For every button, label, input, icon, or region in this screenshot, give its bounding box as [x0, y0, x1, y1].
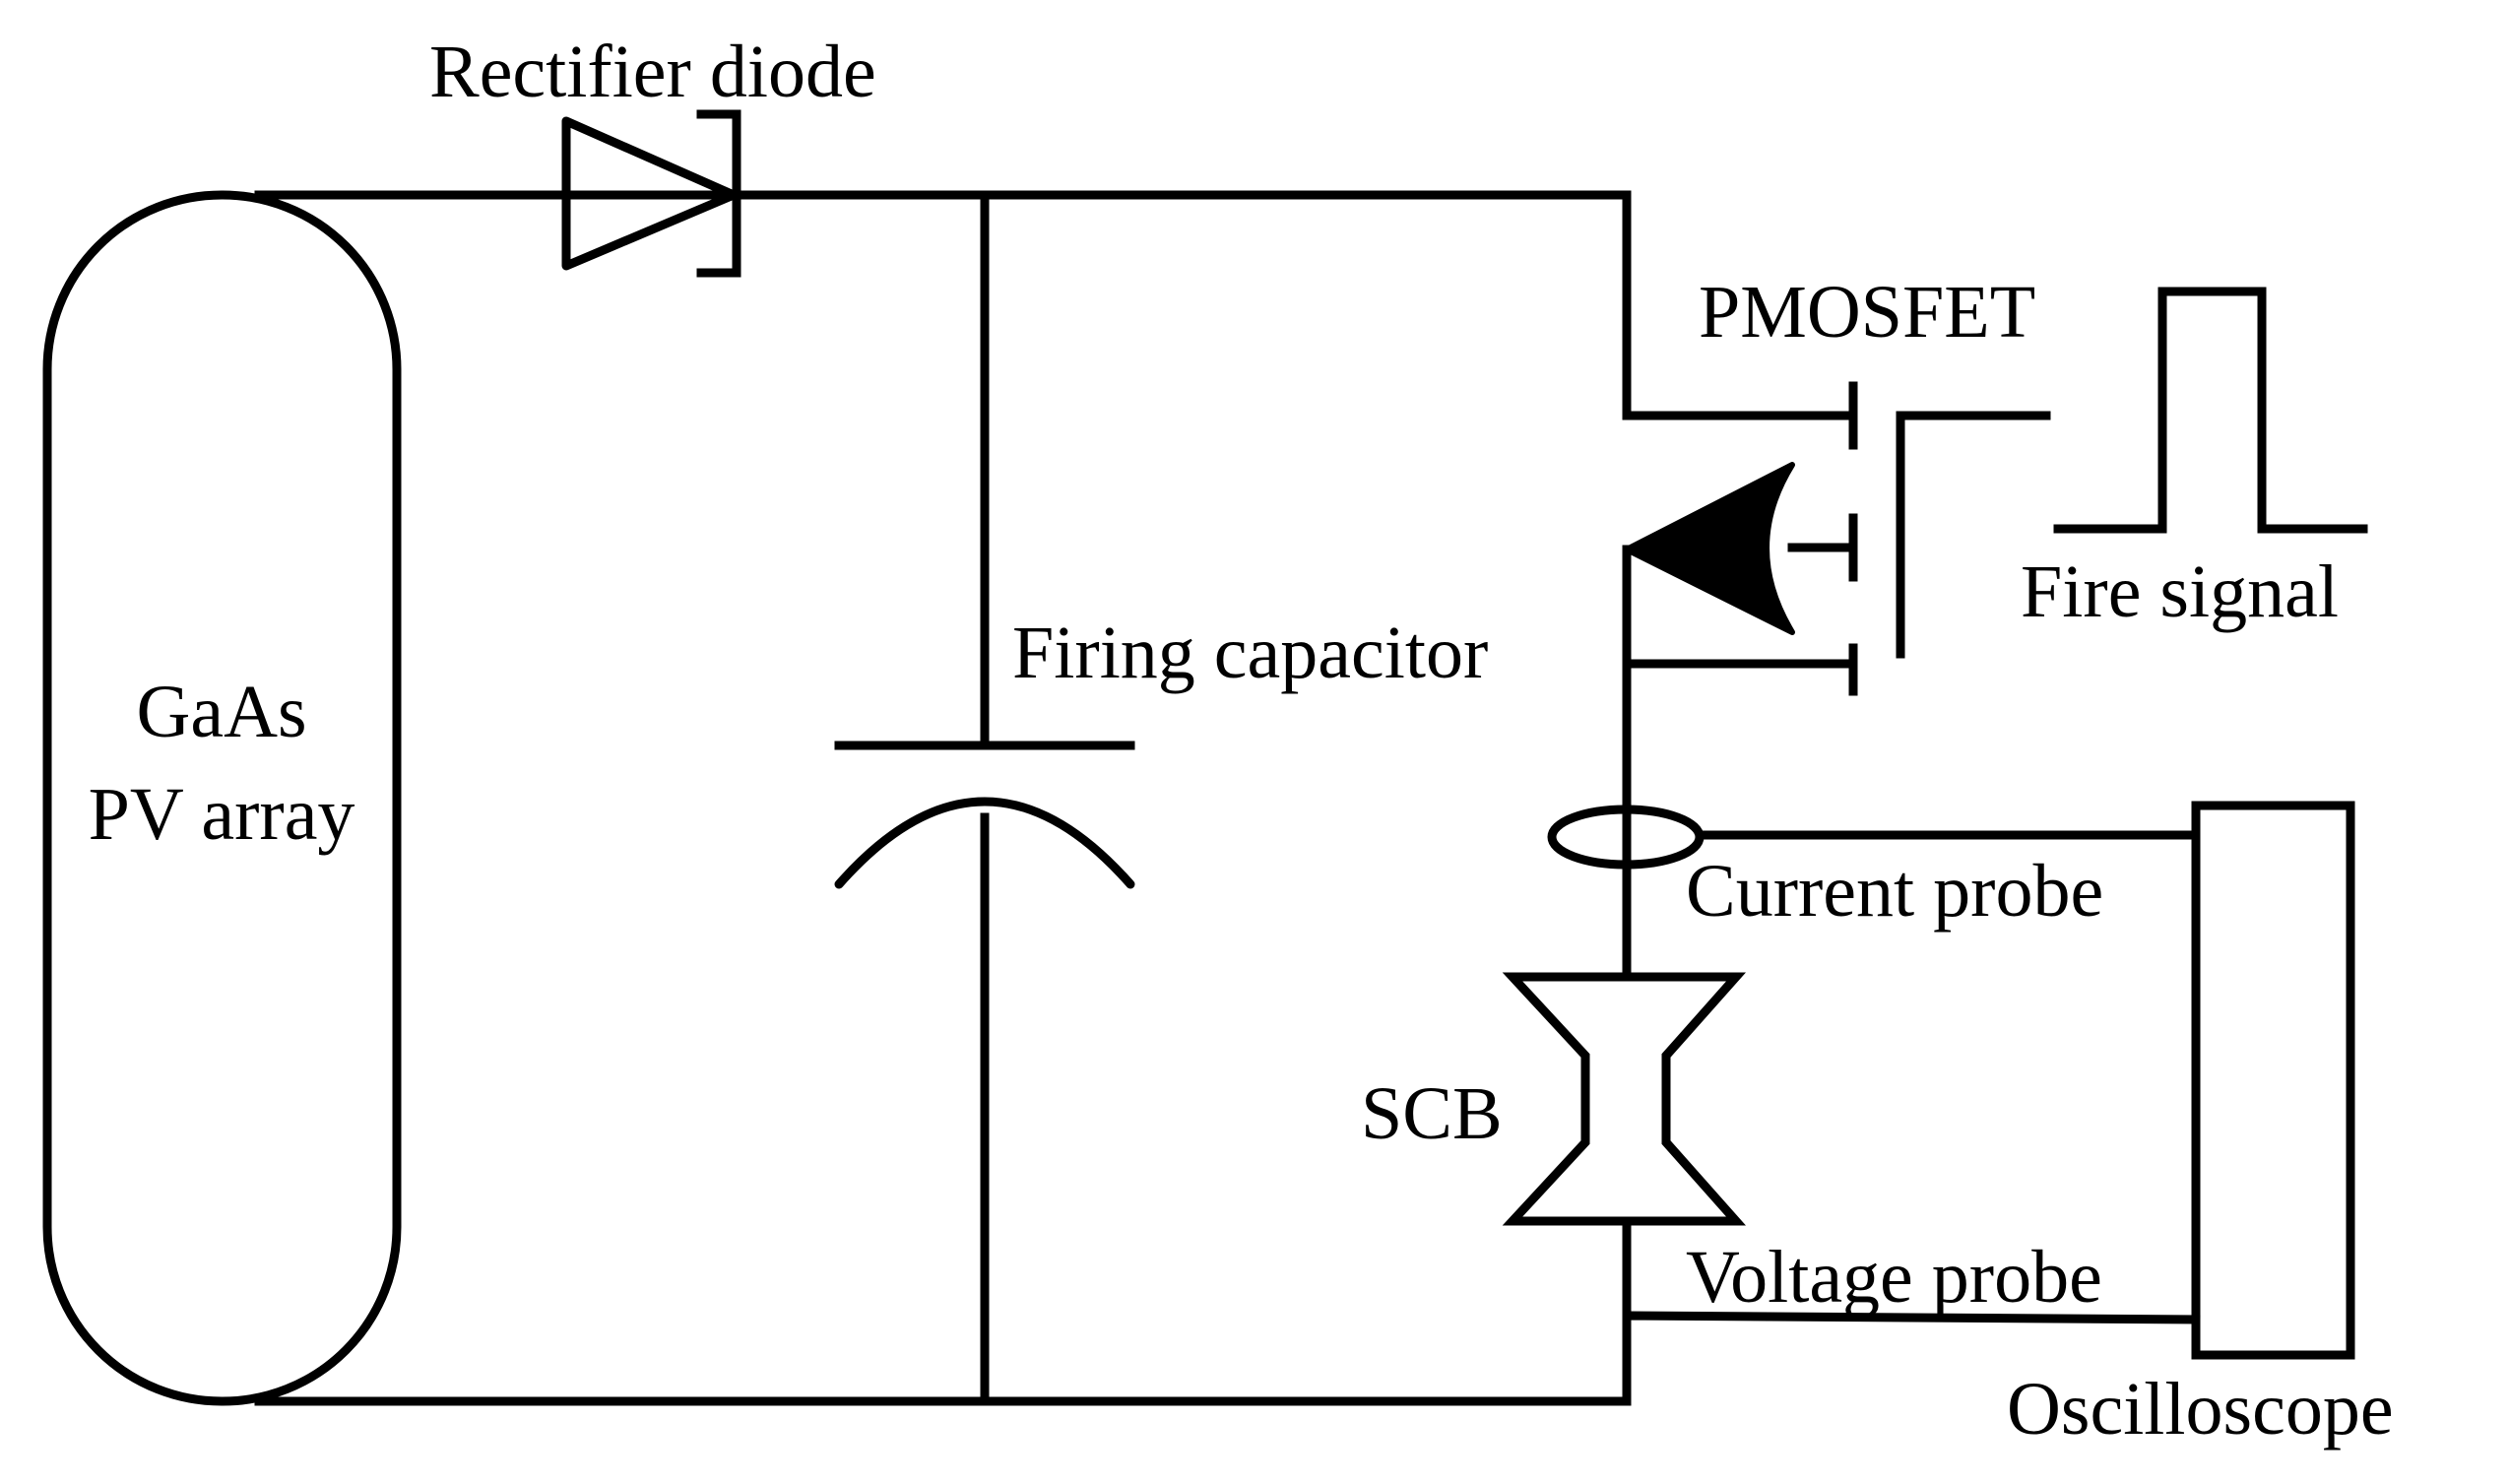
- current-probe-symbol: [1547, 805, 2201, 870]
- pv-array-body: [42, 190, 402, 1406]
- scb-symbol: [1502, 972, 1747, 1226]
- pmosfet-symbol: [1622, 381, 2051, 696]
- bottom-wire: [254, 1311, 2201, 1406]
- pmosfet-label: PMOSFET: [1699, 271, 2035, 354]
- fire-signal-pulse: [2053, 287, 2368, 534]
- pv-array-label-line2: PV array: [89, 773, 355, 856]
- oscilloscope-box: [2191, 801, 2355, 1360]
- rectifier-diode-symbol: [561, 109, 741, 278]
- rectifier-diode-label: Rectifier diode: [429, 31, 876, 113]
- fire-signal-label: Fire signal: [2021, 550, 2339, 633]
- firing-capacitor-symbol: [834, 190, 1135, 1406]
- scb-label: SCB: [1361, 1072, 1503, 1155]
- firing-capacitor-label: Firing capacitor: [1012, 612, 1488, 694]
- current-probe-label: Current probe: [1686, 850, 2103, 933]
- pv-array-label-line1: GaAs: [136, 671, 306, 753]
- oscilloscope-label: Oscilloscope: [2007, 1368, 2394, 1451]
- voltage-probe-label: Voltage probe: [1686, 1236, 2102, 1319]
- top-wire: [254, 190, 1856, 420]
